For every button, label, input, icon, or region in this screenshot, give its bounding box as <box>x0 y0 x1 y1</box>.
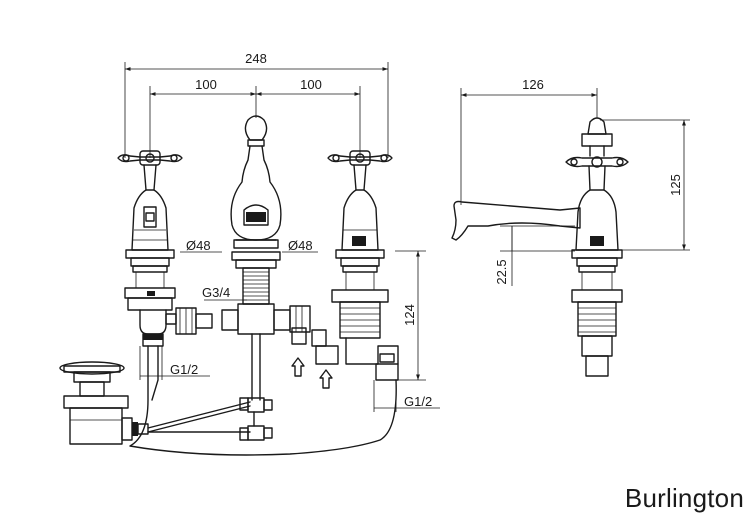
flexible-hoses <box>129 345 397 456</box>
side-view-tap <box>451 117 629 377</box>
dim-right-connection: G1/2 <box>404 394 432 409</box>
brand-logo-text: Burlington <box>624 483 744 513</box>
dim-tap-height: 125 <box>668 174 683 196</box>
dimension-lines <box>124 62 440 412</box>
right-tap-assembly <box>291 150 399 381</box>
dim-right-valve-diameter: Ø48 <box>288 238 313 253</box>
popup-waste-assembly <box>59 361 273 445</box>
dim-spout-reach: 126 <box>522 77 544 92</box>
tap-handle-icon <box>327 150 393 166</box>
left-tap-assembly <box>117 150 213 347</box>
flow-arrow-icon <box>291 357 305 377</box>
dim-spout-thread: G3/4 <box>202 285 230 300</box>
dimension-labels: 248 100 100 126 125 22.5 124 Ø48 Ø48 G3/… <box>170 51 683 409</box>
dim-left-spacing: 100 <box>195 77 217 92</box>
side-dimension-lines <box>460 88 690 286</box>
dim-left-connection: G1/2 <box>170 362 198 377</box>
spout-threaded-shank <box>242 267 270 305</box>
centre-spout-assembly <box>221 115 311 441</box>
flow-arrow-icon <box>319 369 333 389</box>
tap-handle-icon <box>117 150 183 166</box>
dim-spout-clearance: 22.5 <box>494 259 509 284</box>
dim-right-spacing: 100 <box>300 77 322 92</box>
dim-left-valve-diameter: Ø48 <box>186 238 211 253</box>
dim-overall-width: 248 <box>245 51 267 66</box>
dim-deck-height: 124 <box>402 304 417 326</box>
